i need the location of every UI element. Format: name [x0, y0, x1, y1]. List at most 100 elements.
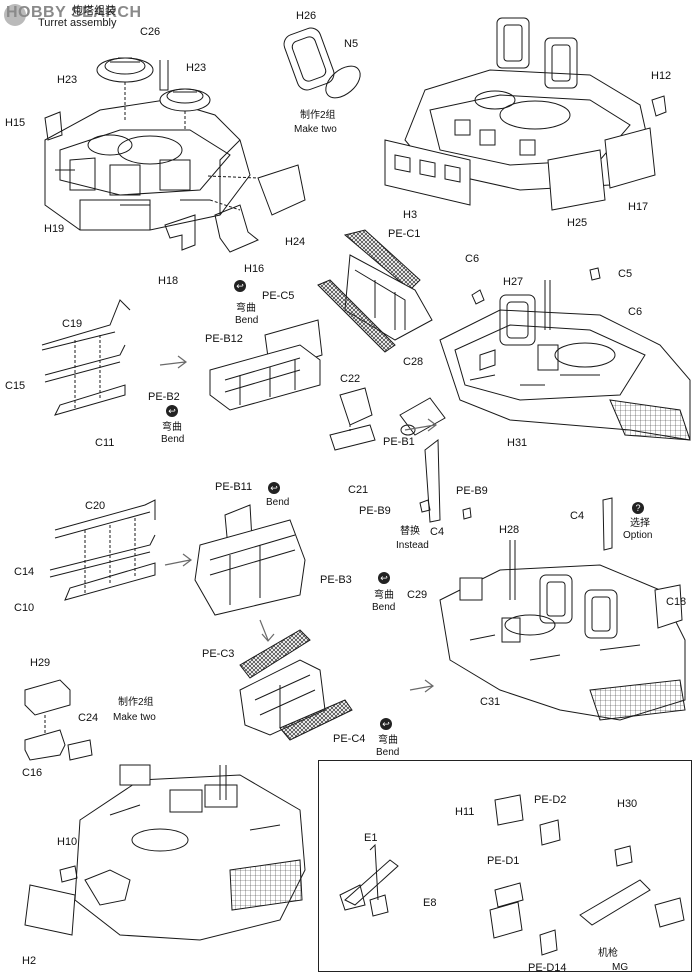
label-pe-c1: PE-C1 [388, 228, 421, 240]
turret-lower-right [439, 497, 686, 721]
make-two-note-cn: 制作2组 [300, 110, 336, 121]
label-c20: C20 [85, 500, 106, 512]
mg-inset-frame [318, 760, 692, 972]
title-chinese: 炮塔组装 [72, 5, 116, 17]
rail-set-1 [41, 299, 131, 416]
label-pe-b9-a: PE-B9 [359, 505, 391, 517]
turret-top-left [44, 57, 306, 253]
label-n5: N5 [344, 38, 359, 50]
label-h12: H12 [651, 70, 672, 82]
label-h16: H16 [244, 263, 265, 275]
make-two-note-en-2: Make two [113, 712, 156, 723]
label-c6-b: C6 [628, 306, 643, 318]
label-h3: H3 [403, 209, 418, 221]
option-icon: ? [632, 502, 644, 514]
part-c22-c21 [329, 387, 446, 451]
label-pe-b9-b: PE-B9 [456, 485, 488, 497]
label-h25: H25 [567, 217, 588, 229]
turret-top-right [384, 17, 667, 211]
label-c14: C14 [14, 566, 35, 578]
rail-set-2 [49, 499, 156, 601]
label-c4-a: C4 [430, 526, 445, 538]
label-pe-b12: PE-B12 [205, 333, 243, 345]
label-h31: H31 [507, 437, 528, 449]
label-h10: H10 [57, 836, 78, 848]
bend-icon: ↩ [268, 482, 280, 494]
label-h26: H26 [296, 10, 317, 22]
label-h24: H24 [285, 236, 306, 248]
label-c19: C19 [62, 318, 83, 330]
pe-c3-c4-mesh [239, 629, 353, 741]
pe-b12-b2-frame [209, 319, 323, 411]
label-c11: C11 [95, 437, 115, 449]
bend-note-en-5: Bend [376, 747, 400, 758]
label-pe-b11: PE-B11 [215, 481, 253, 493]
bend-note-en-3: Bend [266, 497, 290, 508]
label-c16: C16 [22, 767, 43, 779]
label-e8: E8 [423, 897, 437, 909]
label-pe-c5: PE-C5 [262, 290, 295, 302]
bend-icon: ↩ [234, 280, 246, 292]
pe-b11-b3-frame [194, 504, 306, 616]
mg-inset-art [339, 794, 685, 956]
bend-note-cn-1: 弯曲 [236, 303, 256, 314]
label-pe-c3: PE-C3 [202, 648, 235, 660]
label-c22: C22 [340, 373, 361, 385]
make-two-note-cn-2: 制作2组 [118, 697, 154, 708]
label-h29: H29 [30, 657, 51, 669]
part-pe-b1-b9 [419, 439, 472, 523]
bend-note-cn-4: 弯曲 [374, 590, 394, 601]
label-c6-a: C6 [465, 253, 480, 265]
step-arrows [159, 355, 437, 693]
label-h11: H11 [455, 806, 475, 818]
label-c24: C24 [78, 712, 99, 724]
label-c5: C5 [618, 268, 633, 280]
label-h28: H28 [499, 524, 520, 536]
label-c10: C10 [14, 602, 35, 614]
bend-icon: ↩ [166, 405, 178, 417]
title-english: Turret assembly [38, 17, 117, 29]
label-c29: C29 [407, 589, 428, 601]
turret-bottom-left [24, 764, 306, 941]
mg-note-cn: 机枪 [598, 948, 618, 959]
pe-c-mesh-assembly [317, 229, 433, 353]
label-pe-b1: PE-B1 [383, 436, 415, 448]
bend-icon: ↩ [380, 718, 392, 730]
label-h18: H18 [158, 275, 179, 287]
label-h15: H15 [5, 117, 26, 129]
instead-note-en: Instead [396, 540, 429, 551]
label-h23-a: H23 [57, 74, 78, 86]
make-two-note-en: Make two [294, 124, 337, 135]
mg-note-en: MG [612, 962, 629, 973]
label-pe-d2: PE-D2 [534, 794, 567, 806]
label-h2: H2 [22, 955, 37, 967]
label-pe-c4: PE-C4 [333, 733, 366, 745]
label-pe-d1: PE-D1 [487, 855, 520, 867]
label-h23-b: H23 [186, 62, 207, 74]
label-h17: H17 [628, 201, 649, 213]
bend-icon: ↩ [378, 572, 390, 584]
step-number-badge [4, 4, 26, 26]
label-pe-d14: PE-D14 [528, 962, 567, 974]
label-h30: H30 [617, 798, 638, 810]
label-c15: C15 [5, 380, 26, 392]
option-note-en: Option [623, 530, 653, 541]
bend-note-cn-2: 弯曲 [162, 422, 182, 433]
bend-note-en-4: Bend [372, 602, 396, 613]
label-c31: C31 [480, 696, 501, 708]
hobby-search-watermark: HOBBY SEARCH [6, 4, 142, 21]
label-c26: C26 [140, 26, 161, 38]
bend-note-en-1: Bend [235, 315, 259, 326]
instead-note-cn: 替换 [400, 526, 420, 537]
part-h26-n5 [283, 27, 361, 99]
turret-middle-right [439, 267, 691, 441]
label-c28: C28 [403, 356, 424, 368]
part-h29-c24-c16 [24, 679, 93, 761]
label-h27: H27 [503, 276, 524, 288]
label-pe-b3: PE-B3 [320, 574, 352, 586]
label-c18: C18 [666, 596, 687, 608]
label-c21: C21 [348, 484, 369, 496]
option-note-cn: 选择 [630, 518, 650, 529]
